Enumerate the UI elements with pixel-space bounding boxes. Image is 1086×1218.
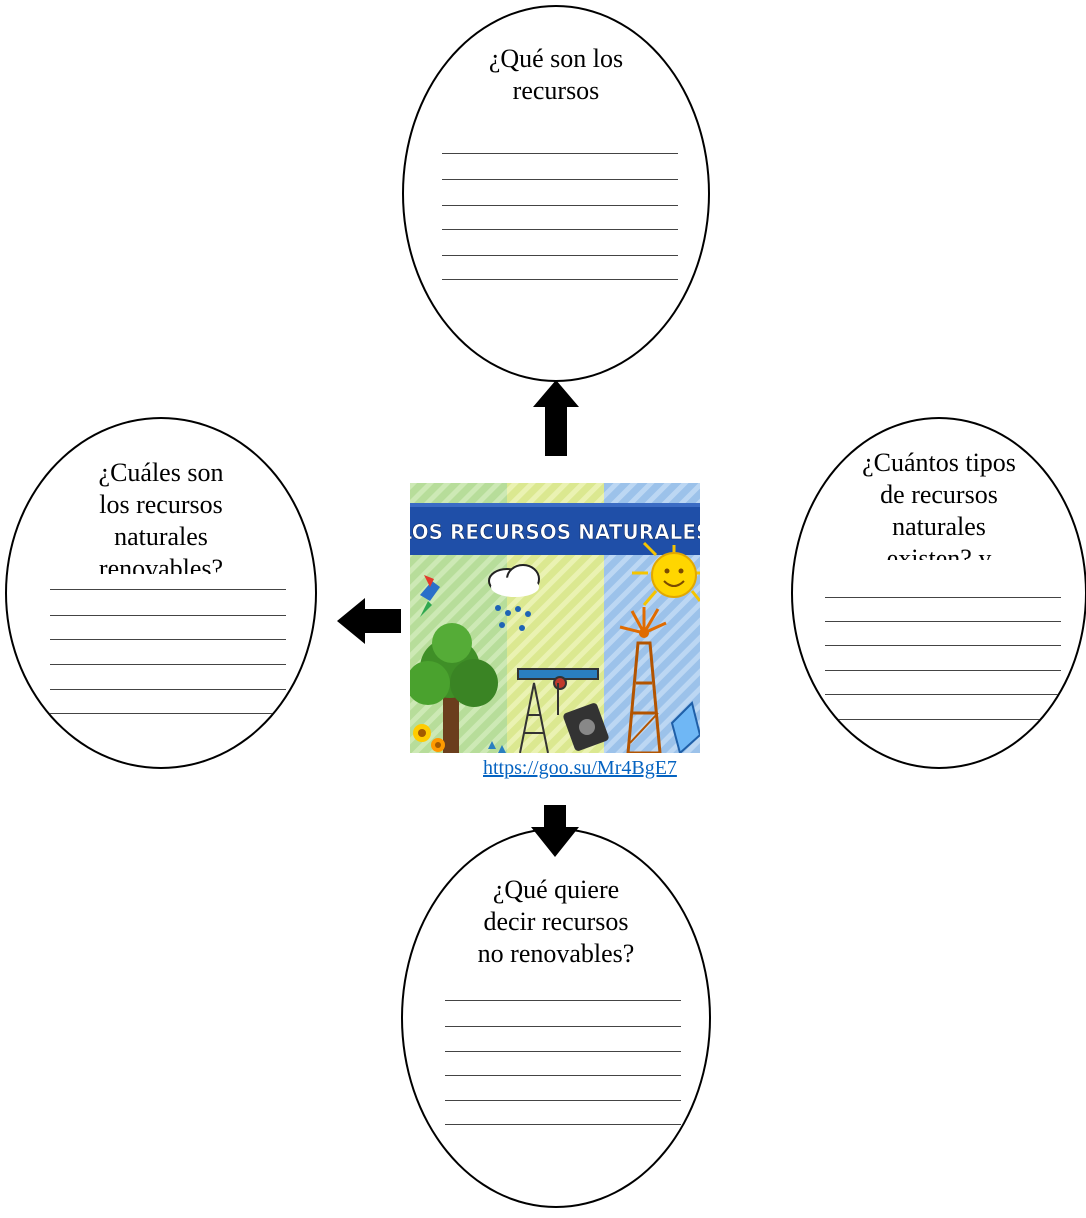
question-oval-top: ¿Qué son los recursos <box>402 5 710 382</box>
sun-icon <box>632 541 700 606</box>
answer-line <box>825 597 1061 598</box>
answer-line <box>50 615 286 616</box>
question-text-top: ¿Qué son los recursos <box>488 44 624 105</box>
windmill-icon <box>619 607 667 753</box>
answer-line <box>50 713 286 714</box>
tree-icon <box>410 623 498 753</box>
flower-icon <box>413 724 445 752</box>
question-text-bottom: ¿Qué quiere decir recursos no renovables… <box>477 875 635 968</box>
oil-pump-icon <box>517 668 599 753</box>
question-text-right: ¿Cuántos tipos de recursos naturales exi… <box>862 448 1016 560</box>
question-oval-left: ¿Cuáles son los recursos naturales renov… <box>5 417 317 769</box>
answer-line <box>825 670 1061 671</box>
answer-line <box>50 689 286 690</box>
answer-line <box>825 694 1061 695</box>
answer-line <box>445 1026 681 1027</box>
source-link[interactable]: https://goo.su/Mr4BgE7 <box>483 757 677 779</box>
answer-line <box>445 1051 681 1052</box>
cloud-rain-icon <box>488 564 540 631</box>
question-oval-bottom: ¿Qué quiere decir recursos no renovables… <box>401 828 711 1208</box>
answer-line <box>50 639 286 640</box>
natural-resources-image: LOS RECURSOS NATURALES <box>410 483 700 753</box>
oil-barrel-icon <box>563 703 609 751</box>
parrot-icon <box>420 575 440 617</box>
answer-line <box>445 1124 681 1125</box>
arrow-down-icon <box>531 805 579 857</box>
answer-line <box>825 621 1061 622</box>
answer-line <box>50 589 286 590</box>
answer-line <box>445 1000 681 1001</box>
answer-line <box>442 205 678 206</box>
answer-line <box>442 153 678 154</box>
answer-line <box>442 255 678 256</box>
answer-line <box>445 1100 681 1101</box>
natural-resources-illustration: LOS RECURSOS NATURALES <box>410 483 700 753</box>
answer-line <box>50 664 286 665</box>
question-oval-right: ¿Cuántos tipos de recursos naturales exi… <box>791 417 1086 769</box>
solar-panel-icon <box>670 701 700 753</box>
answer-line <box>445 1075 681 1076</box>
answer-line <box>825 645 1061 646</box>
arrow-up-icon <box>533 380 579 456</box>
answer-line <box>825 719 1061 720</box>
answer-line <box>442 279 678 280</box>
water-drops-icon <box>488 741 506 753</box>
arrow-left-icon <box>337 598 401 644</box>
question-text-left: ¿Cuáles son los recursos naturales renov… <box>98 458 224 574</box>
answer-line <box>442 179 678 180</box>
banner-title: LOS RECURSOS NATURALES <box>410 520 700 544</box>
answer-line <box>442 229 678 230</box>
